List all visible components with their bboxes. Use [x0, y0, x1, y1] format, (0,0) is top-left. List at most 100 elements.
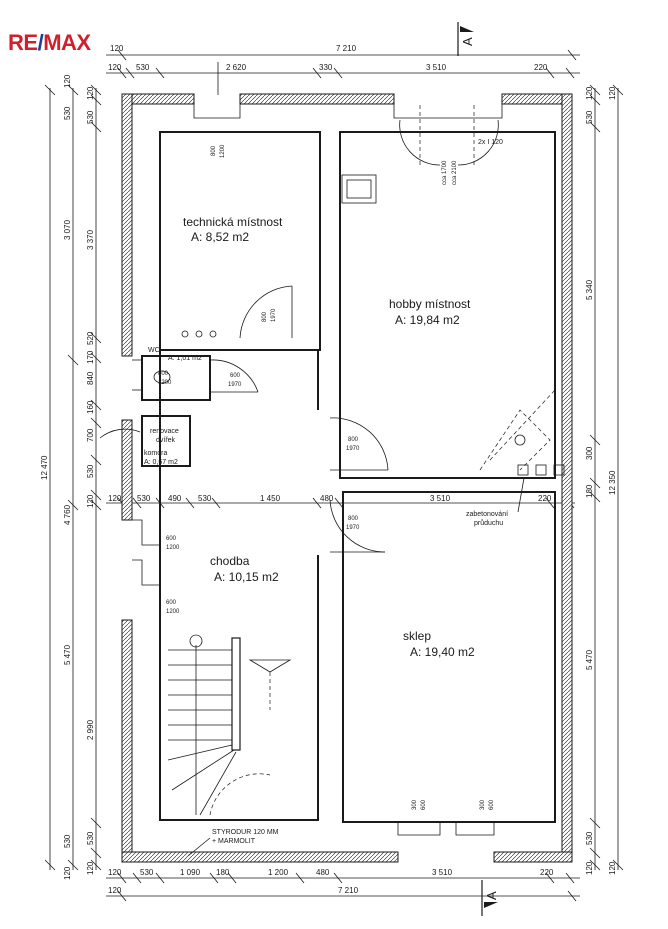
open-sklep-door-w: 800: [348, 516, 359, 522]
open-hobby-door-w: 800: [348, 437, 359, 443]
interior-walls: [132, 104, 556, 836]
section-label-top: A: [460, 37, 475, 46]
dim-top-left: 120: [110, 44, 124, 53]
dim-right-3: 300: [585, 446, 594, 460]
section-label-bottom: A: [484, 891, 499, 900]
dim-left-col3-11: 530: [86, 831, 95, 845]
dim-left-col2-2: 5 470: [63, 644, 72, 665]
open-sklep-win2-w: 300: [480, 799, 486, 810]
room-chodba-name: chodba: [210, 554, 250, 568]
dim-mid-2: 490: [168, 494, 182, 503]
dim-left-col2-bottom: 120: [63, 866, 72, 880]
label-zabet-2: průduchu: [474, 519, 503, 527]
bottom-dimensions: 120 530 1 090 180 1 200 480 3 510 220 12…: [106, 868, 580, 902]
label-cca2100: cca 2100: [452, 160, 458, 185]
section-marker-top: A: [457, 22, 475, 56]
dim-bot-1: 530: [140, 868, 154, 877]
dim-right-outer: 12 350: [608, 470, 617, 495]
dim-mid-0: 120: [108, 494, 122, 503]
dim-left-col3-0: 120: [86, 86, 95, 100]
open-sklep-win2-h: 600: [489, 799, 495, 810]
dim-mid-1: 530: [137, 494, 151, 503]
dim-mid-3: 530: [198, 494, 212, 503]
room-komora-area: A: 0,67 m2: [144, 459, 178, 466]
dim-left-col2-530b: 530: [63, 834, 72, 848]
top-dimensions: 120 7 210 120 530 2 620 330 3 510 220: [106, 44, 580, 95]
dim-left-col2-0: 3 070: [63, 219, 72, 240]
dim-right-6: 530: [585, 831, 594, 845]
open-wc-door-w: 600: [230, 373, 241, 379]
label-zabet-1: zabetonování: [466, 511, 508, 518]
dim-right-4: 180: [585, 484, 594, 498]
open-wc-window-w: 800: [158, 371, 169, 377]
room-hobby-area: A: 19,84 m2: [395, 313, 460, 327]
annotations: renovace dvířek zabetonování průduchu ST…: [150, 139, 525, 857]
open-sklep-win1-h: 600: [421, 799, 427, 810]
dim-top-seg-3: 330: [319, 63, 333, 72]
dim-left-col2-top: 120: [63, 74, 72, 88]
open-wc-window-h: 1200: [158, 380, 172, 386]
label-dvirek: dvířek: [156, 437, 176, 444]
dim-bot2-left: 120: [108, 886, 122, 895]
remax-logo: RE/MAX: [8, 30, 91, 55]
room-wc-name: WC: [148, 347, 160, 354]
dim-left-col3-10: 2 990: [86, 719, 95, 740]
dim-left-col2-530: 530: [63, 106, 72, 120]
dim-right-5: 5 470: [585, 649, 594, 670]
dim-left-col3-2: 3 370: [86, 229, 95, 250]
room-labels: technická místnost A: 8,52 m2 hobby míst…: [144, 215, 475, 659]
open-chodba-win1-h: 1200: [166, 545, 180, 551]
open-chodba-win2-h: 1200: [166, 609, 180, 615]
dim-bot2-total: 7 210: [338, 886, 359, 895]
dim-right-1: 530: [585, 110, 594, 124]
label-styrodur-2: + MARMOLIT: [212, 838, 256, 845]
dim-top-seg-5: 220: [534, 63, 548, 72]
dim-left-col3-1: 530: [86, 110, 95, 124]
dim-mid-4: 1 450: [260, 494, 281, 503]
room-chodba-area: A: 10,15 m2: [214, 570, 279, 584]
open-sklep-door-h: 1970: [346, 525, 360, 531]
room-sklep-area: A: 19,40 m2: [410, 645, 475, 659]
dim-right-0: 120: [585, 86, 594, 100]
middle-dimensions: 120 530 490 530 1 450 480 3 510 220: [106, 494, 575, 509]
door-swings: [99, 119, 499, 553]
dim-bot-0: 120: [108, 868, 122, 877]
dim-top-seg-2: 2 620: [226, 63, 247, 72]
stairs: [167, 634, 292, 816]
open-hobby-door-h: 1970: [346, 446, 360, 452]
label-renovace: renovace: [150, 428, 179, 435]
dim-right-2: 5 340: [585, 279, 594, 300]
open-chodba-win2-w: 600: [166, 600, 177, 606]
open-tech-window-h: 1200: [220, 144, 226, 158]
dim-left-col2-1: 4 760: [63, 504, 72, 525]
dim-left-outer: 12 470: [40, 455, 49, 480]
left-dimensions: 12 470 3 070 4 760 5 470 120 530 120 530…: [40, 74, 102, 880]
dim-left-col3-7: 700: [86, 428, 95, 442]
open-tech-door-w: 800: [262, 311, 268, 322]
label-cca1700: cca 1700: [442, 160, 448, 185]
dim-bot-6: 3 510: [432, 868, 453, 877]
dim-left-col3-4: 170: [86, 350, 95, 364]
room-tech-name: technická místnost: [183, 215, 283, 229]
room-tech-area: A: 8,52 m2: [191, 230, 249, 244]
open-tech-window-w: 800: [211, 145, 217, 156]
dim-left-col3-3: 520: [86, 331, 95, 345]
dim-bot-4: 1 200: [268, 868, 289, 877]
dim-bot-2: 1 090: [180, 868, 201, 877]
open-sklep-win1-w: 300: [412, 799, 418, 810]
dim-bot-7: 220: [540, 868, 554, 877]
room-hobby-name: hobby místnost: [389, 297, 471, 311]
dim-left-col3-8: 530: [86, 464, 95, 478]
label-2x-i120: 2x I 120: [478, 139, 503, 146]
dim-right-outer-bottom: 120: [608, 861, 617, 875]
dim-top-seg-1: 530: [136, 63, 150, 72]
dim-bot-5: 480: [316, 868, 330, 877]
dim-top-overall: 7 210: [336, 44, 357, 53]
dim-top-seg-4: 3 510: [426, 63, 447, 72]
fixtures: [153, 105, 565, 476]
dim-mid-6: 3 510: [430, 494, 451, 503]
dim-bot-3: 180: [216, 868, 230, 877]
dim-right-outer-top: 120: [608, 86, 617, 100]
dim-mid-5: 480: [320, 494, 334, 503]
